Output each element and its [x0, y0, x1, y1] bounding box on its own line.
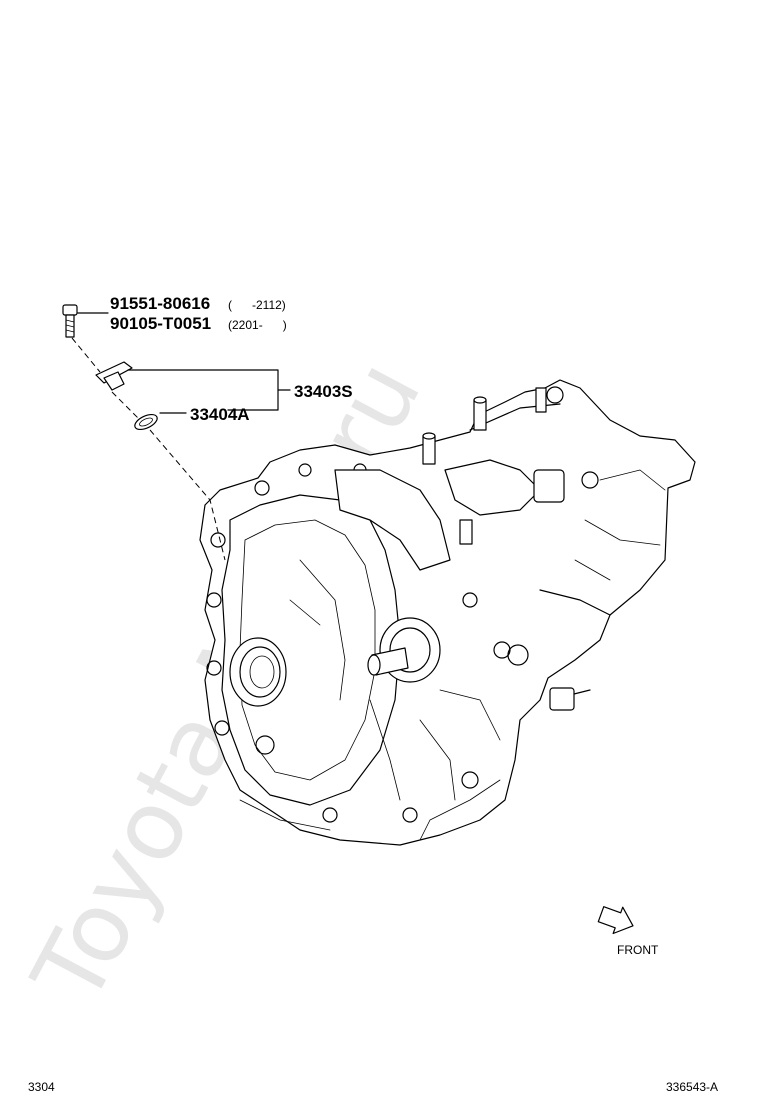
front-arrow-icon [597, 906, 634, 935]
bolt-range-1: ( -2112) [228, 298, 286, 312]
bolt-part-number-2: 90105-T0051 [110, 314, 211, 333]
assembly-dashed-line [71, 337, 226, 561]
assembly-part-number: 33403S [294, 382, 353, 401]
bolt-part-number-1: 91551-80616 [110, 294, 210, 313]
front-label: FRONT [617, 943, 659, 957]
gasket-part-number: 33404A [190, 405, 250, 424]
page-code: 3304 [28, 1080, 55, 1094]
gasket-ring [134, 413, 158, 431]
diagram-id: 336543-A [666, 1080, 718, 1094]
cover-plate [95, 361, 133, 391]
assembly-leader-line [127, 369, 279, 411]
transmission-illustration [199, 379, 696, 846]
bolt-range-2: (2201- ) [228, 318, 287, 332]
bolt [62, 304, 78, 338]
